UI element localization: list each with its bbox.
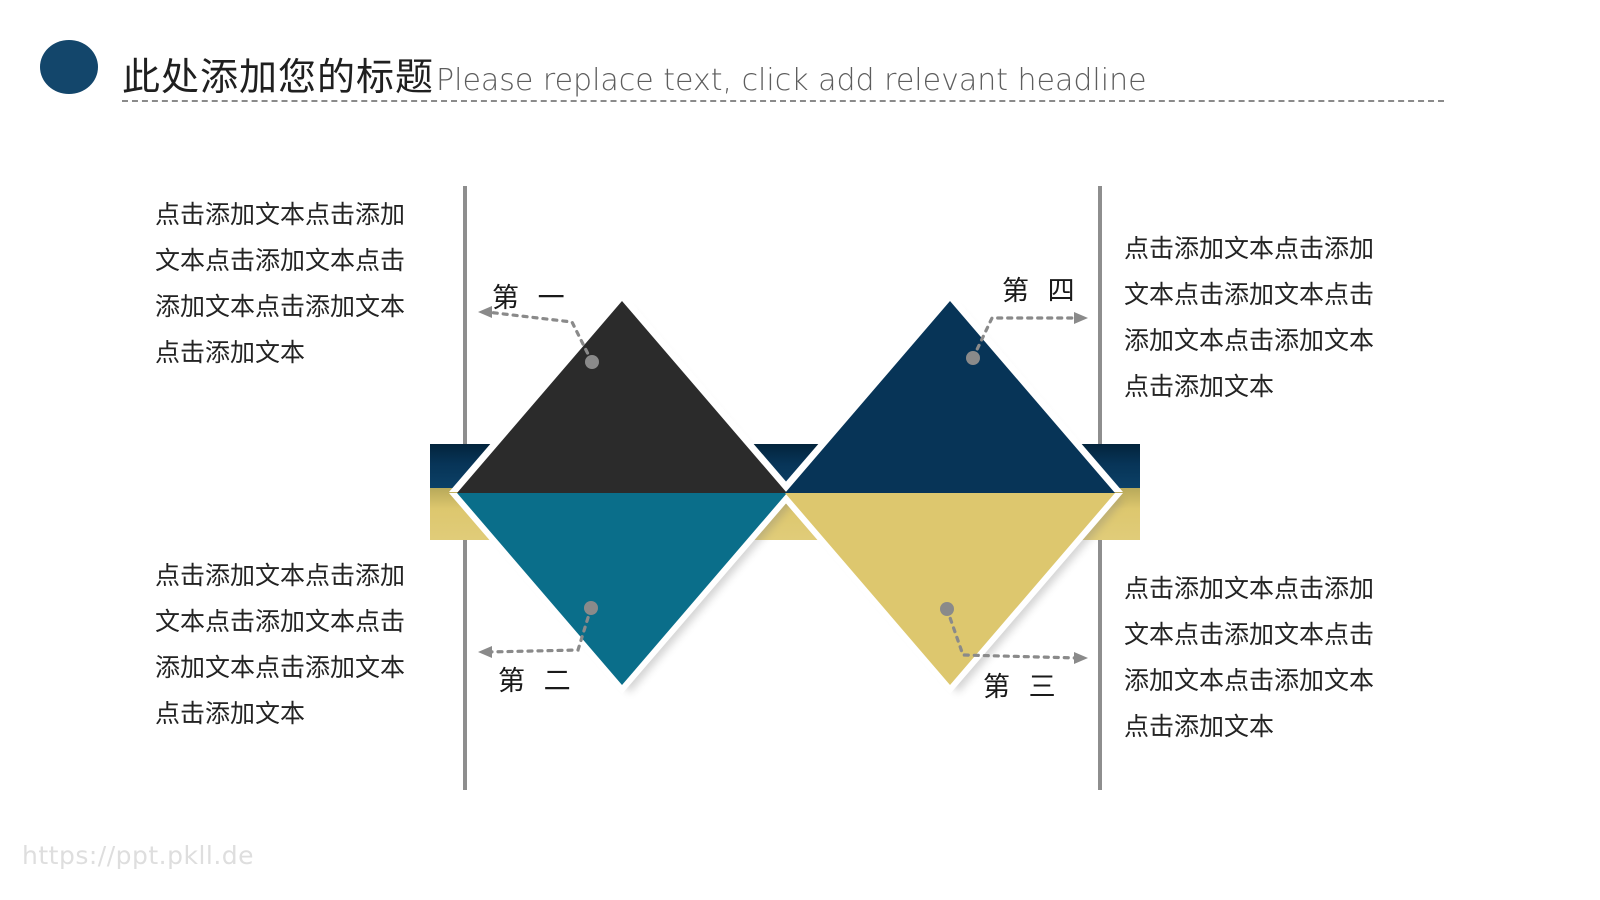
segment-second-label: 第 二 (498, 666, 576, 697)
segment-first-body[interactable]: 点击添加文本点击添加文本点击添加文本点击添加文本点击添加文本点击添加文本 (155, 200, 406, 367)
segment-fourth-label: 第 四 (1002, 276, 1080, 307)
segment-fourth-body[interactable]: 点击添加文本点击添加文本点击添加文本点击添加文本点击添加文本点击添加文本 (1124, 234, 1375, 401)
segment-first-shape[interactable] (457, 301, 787, 493)
segment-third-label: 第 三 (983, 672, 1061, 703)
filled-circle-icon (40, 40, 98, 94)
segment-third-shape[interactable] (785, 493, 1115, 685)
segment-second-shape[interactable] (457, 493, 787, 685)
footer-url[interactable]: https://ppt.pkll.de (22, 841, 255, 870)
page-title-cn: 此处添加您的标题 (122, 55, 435, 99)
slide-header: 此处添加您的标题Please replace text, click add r… (0, 0, 1600, 110)
segment-third-body[interactable]: 点击添加文本点击添加文本点击添加文本点击添加文本点击添加文本点击添加文本 (1124, 574, 1375, 741)
page-title: 此处添加您的标题Please replace text, click add r… (122, 46, 1147, 101)
page-title-en: Please replace text, click add relevant … (436, 63, 1147, 98)
segment-second-body[interactable]: 点击添加文本点击添加文本点击添加文本点击添加文本点击添加文本点击添加文本 (155, 561, 406, 728)
header-dashed-divider (122, 100, 1444, 102)
segment-first-label: 第 一 (492, 283, 570, 314)
segment-fourth-shape[interactable] (785, 301, 1115, 493)
